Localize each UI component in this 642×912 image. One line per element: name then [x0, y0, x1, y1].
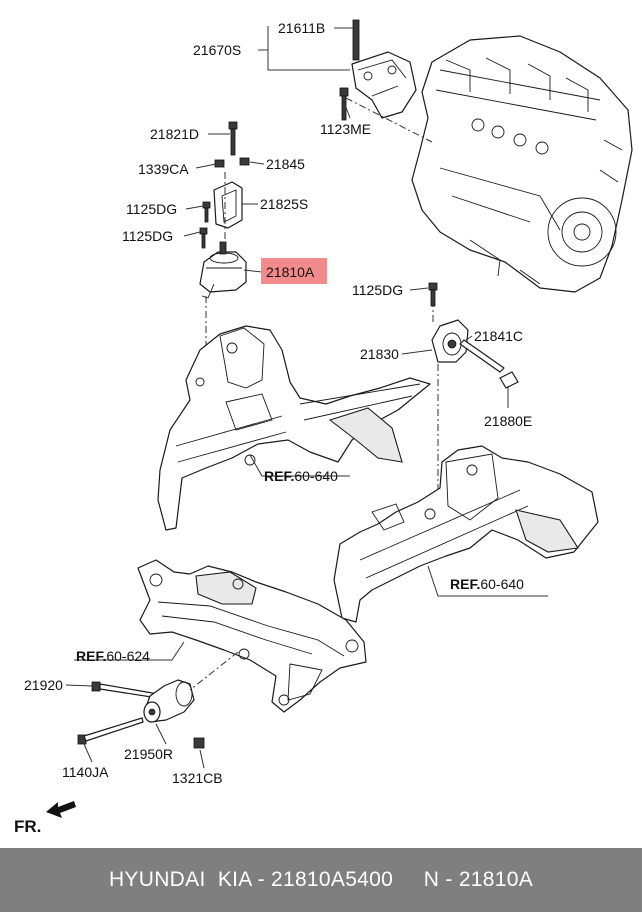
label-1125DG-c: 1125DG — [352, 282, 403, 298]
roll-rod-21950R — [143, 679, 195, 723]
footer-bar: HYUNDAI KIA - 21810A5400 N - 21810A — [0, 848, 642, 912]
label-21670S: 21670S — [193, 42, 241, 58]
label-21880E: 21880E — [484, 413, 532, 429]
parts-diagram: 21611B 21670S 1123ME 21821D 1339CA 21845… — [14, 19, 633, 836]
ref-60-624: REF.60-624 — [76, 648, 150, 664]
nut-21845 — [239, 157, 250, 166]
ref-60-640-right: REF.60-640 — [450, 576, 524, 592]
label-1125DG-b: 1125DG — [122, 228, 173, 244]
label-1339CA: 1339CA — [138, 161, 189, 177]
label-1140JA: 1140JA — [62, 764, 109, 780]
subframe — [137, 559, 367, 713]
label-21830: 21830 — [360, 346, 399, 362]
front-direction-label: FR. — [14, 817, 41, 836]
transmission-mount-21830 — [431, 319, 469, 363]
nut-1339CA — [214, 159, 225, 168]
engine-bracket — [351, 19, 417, 119]
footer-part-numbers: HYUNDAI KIA - 21810A5400 N - 21810A — [108, 868, 534, 891]
nut-1321CB — [193, 737, 205, 749]
bolt-21841C — [459, 339, 505, 373]
label-21821D: 21821D — [150, 126, 199, 142]
label-21810A: 21810A — [266, 264, 315, 280]
label-1125DG-a: 1125DG — [126, 201, 177, 217]
bolt-21821D — [228, 121, 238, 156]
label-21611B: 21611B — [278, 20, 325, 36]
bolt-1125DG-b — [199, 227, 208, 249]
left-side-member — [157, 325, 431, 531]
label-1123ME: 1123ME — [320, 121, 371, 137]
highlight-box — [261, 258, 327, 284]
label-21841C: 21841C — [474, 328, 523, 344]
bolt-1123ME — [339, 87, 349, 121]
bracket-21880E — [499, 371, 519, 389]
right-side-member — [333, 445, 599, 623]
bracket-21825S — [213, 181, 243, 229]
bolt-1125DG-a — [202, 201, 211, 223]
label-21920: 21920 — [24, 677, 63, 693]
bolt-21920 — [91, 681, 159, 699]
label-21950R: 21950R — [124, 746, 173, 762]
label-1321CB: 1321CB — [172, 770, 223, 786]
engine-block — [411, 35, 633, 293]
bolt-1140JA — [77, 717, 144, 745]
label-21825S: 21825S — [260, 196, 308, 212]
front-arrow-icon — [46, 801, 76, 818]
engine-mount-21810A — [199, 241, 247, 299]
label-21845: 21845 — [266, 156, 305, 172]
ref-60-640-left: REF.60-640 — [264, 468, 338, 484]
